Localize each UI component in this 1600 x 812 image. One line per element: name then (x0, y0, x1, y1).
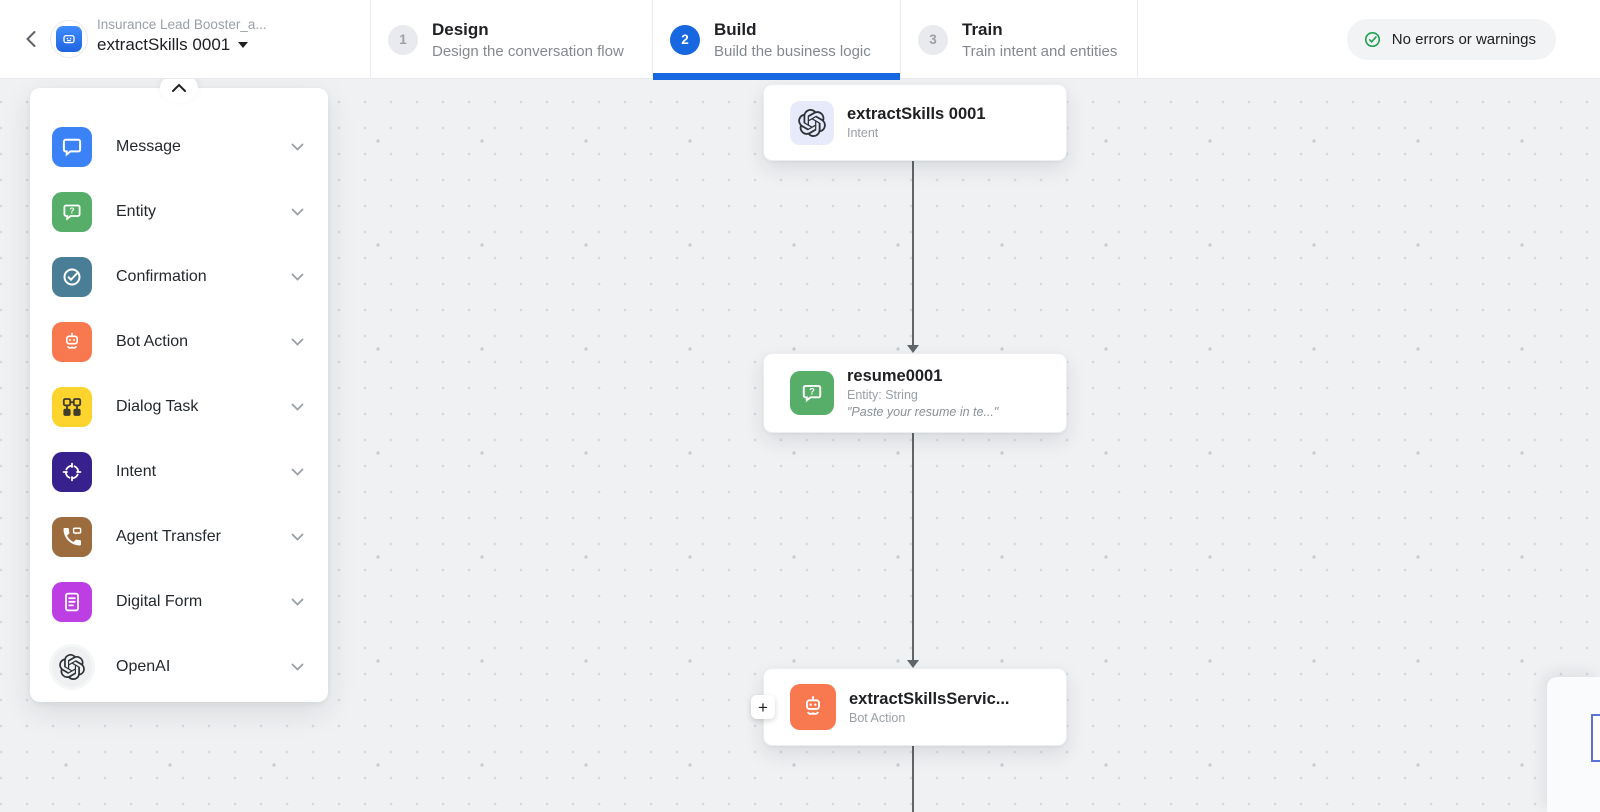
minimap-panel[interactable] (1547, 677, 1600, 812)
node-title: extractSkills 0001 (847, 105, 986, 123)
palette-item-entity[interactable]: ? Entity (30, 179, 328, 244)
status-text: No errors or warnings (1391, 31, 1536, 48)
step-subtitle: Design the conversation flow (432, 42, 624, 60)
minimap-viewport[interactable] (1591, 714, 1600, 762)
openai-icon (52, 646, 92, 687)
chevron-down-icon[interactable] (291, 403, 304, 411)
chevron-down-icon[interactable] (291, 468, 304, 476)
chevron-up-icon (172, 83, 186, 92)
node-intent-extractskills[interactable]: extractSkills 0001 Intent (763, 84, 1067, 161)
breadcrumb-app-name: Insurance Lead Booster_a... (97, 17, 267, 32)
connector-arrow-icon (907, 660, 919, 668)
step-number-badge: 3 (918, 24, 948, 55)
entity-icon: ? (790, 371, 834, 415)
palette-item-label: Dialog Task (116, 397, 199, 415)
check-circle-icon (1364, 31, 1380, 48)
bot-icon (56, 26, 82, 52)
palette-item-bot-action[interactable]: Bot Action (30, 309, 328, 374)
connector-arrow-icon (907, 345, 919, 353)
chevron-down-icon[interactable] (291, 273, 304, 281)
node-entity-resume0001[interactable]: ? resume0001 Entity: String "Paste your … (763, 353, 1067, 433)
node-type-label: Entity: String (847, 388, 918, 402)
breadcrumb: Insurance Lead Booster_a... extractSkill… (97, 17, 347, 55)
intent-icon (52, 451, 92, 492)
palette-item-intent[interactable]: Intent (30, 439, 328, 504)
step-number-badge: 1 (388, 24, 418, 55)
node-title: resume0001 (847, 367, 943, 385)
palette-item-digital-form[interactable]: Digital Form (30, 569, 328, 634)
palette-item-openai[interactable]: OpenAI (30, 634, 328, 699)
chevron-down-icon[interactable] (291, 663, 304, 671)
add-node-button[interactable]: + (751, 695, 775, 719)
stage-tabs: 1 Design Design the conversation flow 2 … (370, 0, 1138, 80)
tab-train[interactable]: 3 Train Train intent and entities (900, 0, 1138, 79)
dialog-task-icon (52, 386, 92, 427)
caret-down-icon (238, 42, 249, 48)
tab-build[interactable]: 2 Build Build the business logic (652, 0, 900, 80)
back-button[interactable] (16, 24, 46, 54)
step-subtitle: Train intent and entities (962, 42, 1118, 60)
node-bot-action-extractskillsservice[interactable]: extractSkillsServic... Bot Action (763, 668, 1067, 746)
tab-design[interactable]: 1 Design Design the conversation flow (370, 0, 652, 79)
palette-item-label: Agent Transfer (116, 527, 221, 545)
svg-text:?: ? (69, 205, 74, 215)
chevron-down-icon[interactable] (291, 208, 304, 216)
step-subtitle: Build the business logic (714, 42, 871, 60)
chevron-down-icon[interactable] (291, 598, 304, 606)
bot-avatar (50, 20, 88, 58)
chevron-down-icon[interactable] (291, 143, 304, 151)
connector-line (912, 746, 914, 812)
svg-text:?: ? (809, 387, 815, 397)
node-palette: Message ? Entity Confirmation Bot Action (30, 73, 328, 702)
palette-item-label: Intent (116, 462, 157, 480)
entity-icon: ? (52, 191, 92, 232)
agent-transfer-icon (52, 516, 92, 557)
step-title: Design (432, 20, 489, 40)
step-number-badge: 2 (670, 24, 700, 55)
message-icon (52, 126, 92, 167)
chevron-left-icon (26, 31, 36, 47)
palette-item-agent-transfer[interactable]: Agent Transfer (30, 504, 328, 569)
step-title: Train (962, 20, 1003, 40)
node-title: extractSkillsServic... (849, 689, 1010, 708)
openai-icon (790, 100, 834, 145)
bot-action-icon (52, 321, 92, 362)
top-bar: Insurance Lead Booster_a... extractSkill… (0, 0, 1600, 80)
palette-item-label: OpenAI (116, 657, 171, 675)
step-title: Build (714, 20, 757, 40)
connector-line (912, 161, 914, 345)
node-type-label: Intent (847, 126, 879, 140)
palette-item-label: Entity (116, 202, 157, 220)
palette-item-dialog-task[interactable]: Dialog Task (30, 374, 328, 439)
chevron-down-icon[interactable] (291, 338, 304, 346)
palette-item-confirmation[interactable]: Confirmation (30, 244, 328, 309)
palette-item-label: Confirmation (116, 267, 207, 285)
chevron-down-icon[interactable] (291, 533, 304, 541)
node-type-label: Bot Action (849, 710, 906, 725)
connector-line (912, 433, 914, 660)
validation-status-badge[interactable]: No errors or warnings (1346, 19, 1556, 60)
palette-item-message[interactable]: Message (30, 114, 328, 179)
palette-item-label: Digital Form (116, 592, 203, 610)
task-switcher[interactable]: extractSkills 0001 (97, 35, 347, 55)
digital-form-icon (52, 581, 92, 622)
palette-item-label: Message (116, 137, 181, 155)
node-prompt-preview: "Paste your resume in te..." (847, 405, 999, 419)
palette-item-label: Bot Action (116, 332, 189, 350)
breadcrumb-task-name: extractSkills 0001 (97, 35, 231, 54)
bot-action-icon (790, 684, 836, 730)
confirmation-icon (52, 256, 92, 297)
